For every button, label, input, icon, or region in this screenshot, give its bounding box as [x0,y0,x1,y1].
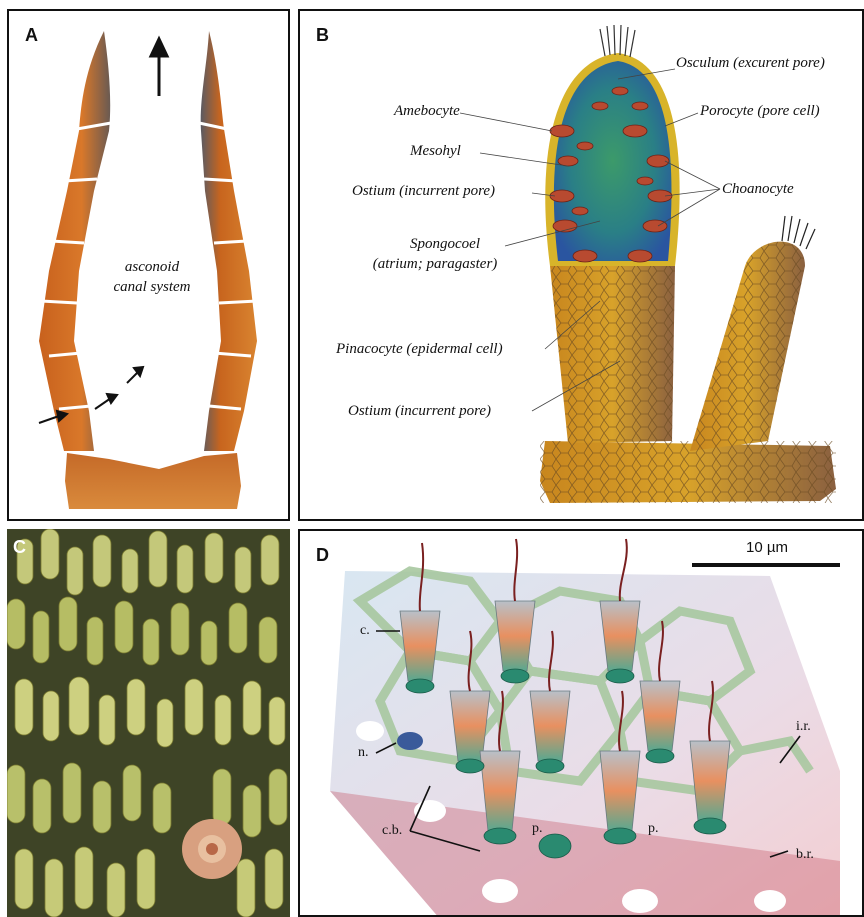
left-body-wall [39,31,111,451]
label-porocyte: Porocyte (pore cell) [700,103,820,120]
asconoid-caption-line1: asconoid [107,259,197,276]
panel-b: B [298,9,864,521]
nucleus [397,732,423,750]
label-mesohyl: Mesohyl [410,143,461,160]
label-br: b.r. [796,847,814,863]
label-spongocoel-line2: (atrium; paragaster) [360,256,510,273]
label-ir: i.r. [796,719,811,735]
panel-d: D 10 µm [298,529,864,917]
label-p-2: p. [648,821,659,837]
label-ostium-lower: Ostium (incurrent pore) [348,403,491,420]
base-wall [65,453,241,509]
choanocyte-chamber-diagram [300,531,864,917]
sea-anemone [182,819,242,879]
label-pinacocyte: Pinacocyte (epidermal cell) [336,341,503,358]
label-spongocoel-line1: Spongocoel [380,236,510,253]
right-body-wall [199,31,257,451]
label-n: n. [358,745,369,761]
osculum-cilia-icon [600,25,635,57]
sponge-colony-photo [7,529,290,917]
label-c: c. [360,623,370,639]
outflow-arrow-icon [151,39,167,96]
label-p-1: p. [532,821,543,837]
label-cb: c.b. [382,823,402,839]
panel-c-letter: C [13,537,26,558]
panel-a: A [7,9,290,521]
asconoid-caption-line2: canal system [87,279,217,296]
label-ostium-upper: Ostium (incurrent pore) [352,183,495,200]
label-amebocyte: Amebocyte [394,103,460,120]
panel-c: C [7,529,290,917]
label-choanocyte: Choanocyte [722,181,794,198]
label-osculum: Osculum (excurent pore) [676,55,825,72]
